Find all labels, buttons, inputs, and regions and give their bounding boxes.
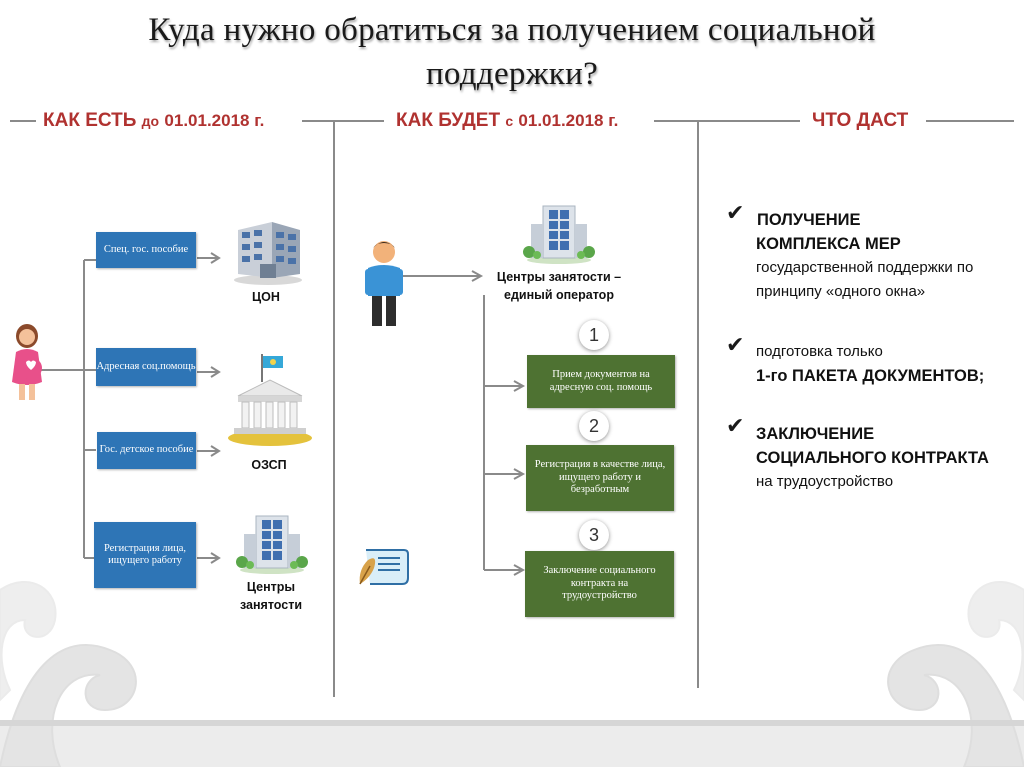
box-special-allowance: Спец. гос. пособие <box>96 232 196 268</box>
label-single-operator-line-2: единый оператор <box>504 288 614 302</box>
box-child-allowance: Гос. детское пособие <box>97 432 196 469</box>
title-line-2: поддержки? <box>425 56 599 92</box>
step-number-2: 2 <box>579 411 609 441</box>
header-result: ЧТО ДАСТ <box>812 110 908 132</box>
header-to-be-main: КАК БУДЕТ <box>396 110 501 131</box>
benefit-1-line-3: государственной поддержки по <box>756 259 974 276</box>
benefit-one-window: ПОЛУЧЕНИЕ КОМПЛЕКСА МЕР государственной … <box>756 208 973 304</box>
benefit-social-contract: ЗАКЛЮЧЕНИЕ СОЦИАЛЬНОГО КОНТРАКТА на труд… <box>756 422 989 494</box>
header-as-is-main: КАК ЕСТЬ <box>43 110 137 131</box>
label-employment-centers: Центры занятости <box>226 578 316 614</box>
header-as-is-small: до <box>141 113 160 129</box>
benefit-1-line-4: принципу «одного окна» <box>756 283 926 300</box>
check-icon: ✔ <box>726 201 745 226</box>
step-number-3: 3 <box>579 520 609 550</box>
employment-building-icon <box>236 515 308 574</box>
benefit-3-line-3: на трудоустройство <box>756 473 894 490</box>
label-employment-line-2: занятости <box>239 598 303 612</box>
step-box-2: Регистрация в качестве лица, ищущего раб… <box>526 445 674 511</box>
header-as-is: КАК ЕСТЬ до 01.01.2018 г. <box>43 110 264 132</box>
government-building-icon <box>228 354 312 446</box>
header-as-is-date: 01.01.2018 г. <box>164 111 265 130</box>
step-box-3: Заключение социального контракта на труд… <box>525 551 674 617</box>
box-job-seeker-registration-label: Регистрация лица, ищущего работу <box>103 542 187 567</box>
benefit-1-line-2: КОМПЛЕКСА МЕР <box>756 235 901 253</box>
pregnant-woman-icon <box>12 324 42 400</box>
label-employment-line-1: Центры <box>246 580 296 594</box>
check-icon: ✔ <box>726 333 745 358</box>
box-special-allowance-label: Спец. гос. пособие <box>103 243 189 255</box>
benefit-2-line-1: подготовка только <box>756 343 883 360</box>
step-number-1: 1 <box>579 320 609 350</box>
employment-building-icon <box>523 205 595 264</box>
label-single-operator: Центры занятости – единый оператор <box>484 268 634 304</box>
label-tson: ЦОН <box>252 290 280 304</box>
benefit-3-line-1: ЗАКЛЮЧЕНИЕ <box>756 425 875 443</box>
header-result-main: ЧТО ДАСТ <box>812 110 909 131</box>
benefit-1-line-1: ПОЛУЧЕНИЕ <box>757 211 861 229</box>
header-to-be: КАК БУДЕТ с 01.01.2018 г. <box>396 110 618 132</box>
box-targeted-assistance: Адресная соц.помощь <box>96 348 196 386</box>
office-building-icon <box>234 222 302 285</box>
man-icon <box>365 241 403 326</box>
label-ozsp: ОЗСП <box>251 458 287 472</box>
benefit-single-package: подготовка только 1-го ПАКЕТА ДОКУМЕНТОВ… <box>756 340 984 388</box>
step-box-1: Прием документов на адресную соц. помощь <box>527 355 675 408</box>
label-single-operator-line-1: Центры занятости – <box>496 270 622 284</box>
step-box-2-label: Регистрация в качестве лица, ищущего раб… <box>534 459 666 496</box>
contract-icon <box>359 549 409 585</box>
page-title: Куда нужно обратиться за получением соци… <box>0 8 1024 96</box>
header-to-be-small: с <box>505 113 514 129</box>
step-box-3-label: Заключение социального контракта на труд… <box>543 565 656 602</box>
box-child-allowance-label: Гос. детское пособие <box>99 444 194 456</box>
ornament-background <box>0 580 1024 767</box>
benefit-2-line-2: 1-го ПАКЕТА ДОКУМЕНТОВ; <box>756 367 985 385</box>
check-icon: ✔ <box>726 414 745 439</box>
step-box-1-label: Прием документов на адресную соц. помощь <box>549 369 653 393</box>
box-job-seeker-registration: Регистрация лица, ищущего работу <box>94 522 196 588</box>
benefit-3-line-2: СОЦИАЛЬНОГО КОНТРАКТА <box>756 449 989 467</box>
header-to-be-date: 01.01.2018 г. <box>518 111 619 130</box>
box-targeted-assistance-label: Адресная соц.помощь <box>96 360 196 372</box>
title-line-1: Куда нужно обратиться за получением соци… <box>148 12 876 48</box>
